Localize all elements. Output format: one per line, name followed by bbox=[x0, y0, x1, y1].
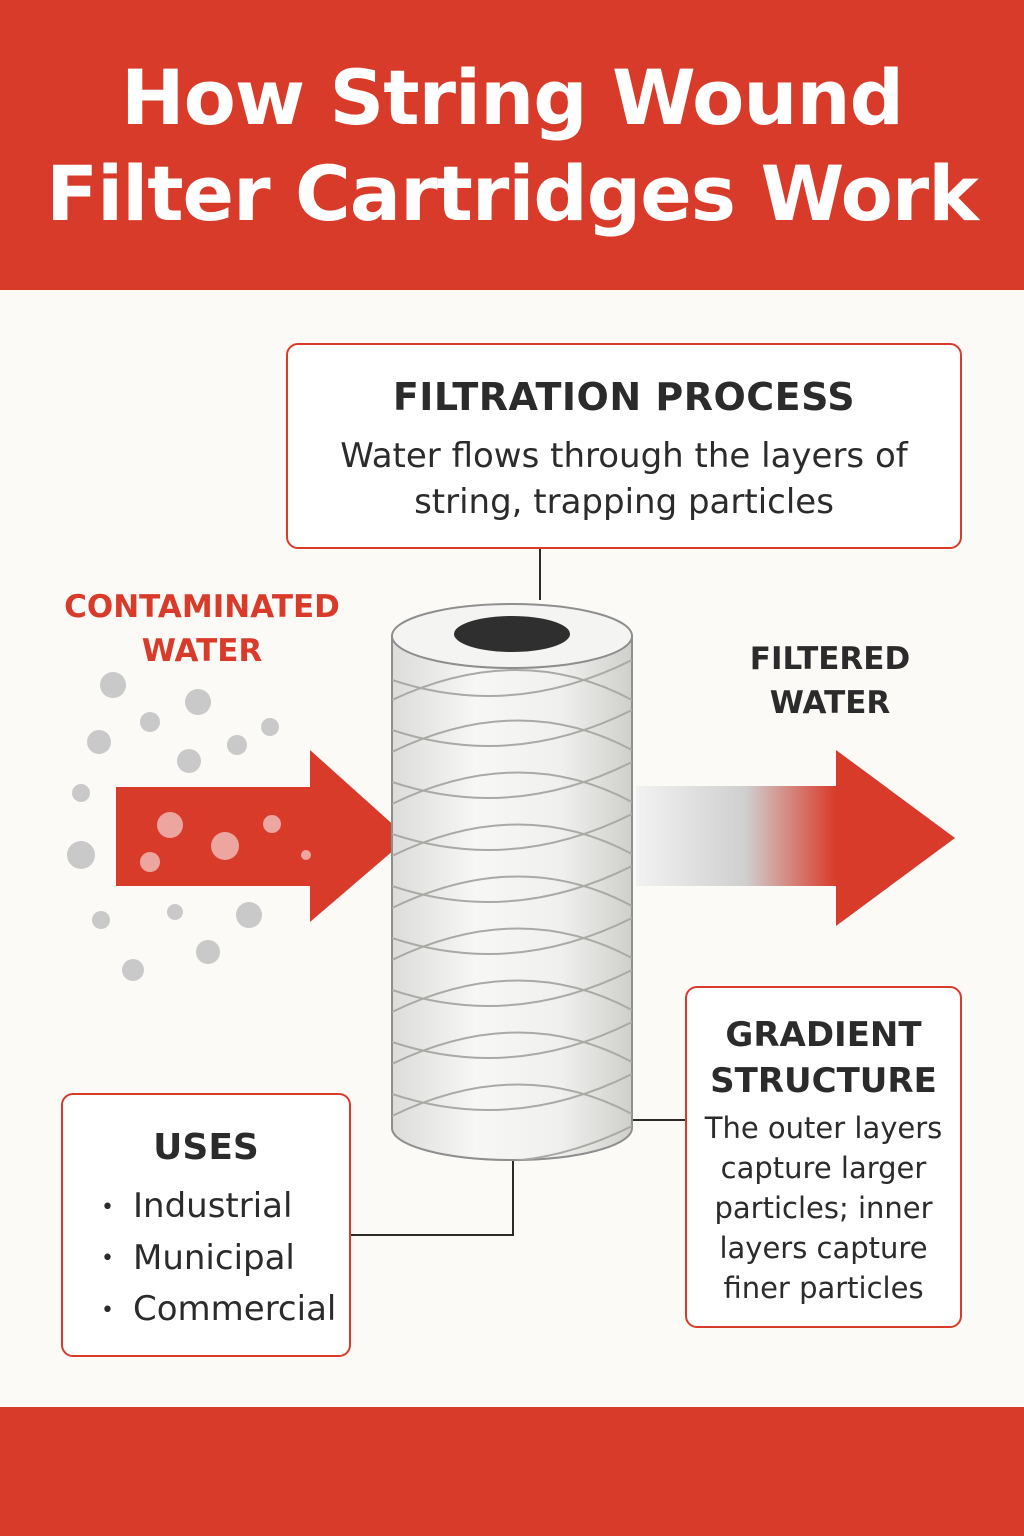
gradient-structure-line: layers capture bbox=[719, 1231, 928, 1265]
contaminated-water-line1: CONTAMINATED bbox=[64, 589, 340, 625]
filtered-water-line2: WATER bbox=[769, 685, 891, 721]
uses-heading: USES bbox=[153, 1127, 259, 1168]
contaminated-water-label: CONTAMINATED WATER bbox=[52, 585, 352, 673]
page-title: How String Wound Filter Cartridges Work bbox=[0, 50, 1024, 242]
connector-uses bbox=[351, 1160, 514, 1236]
gradient-structure-heading-line2: STRUCTURE bbox=[710, 1061, 937, 1101]
uses-list: Industrial Municipal Commercial bbox=[101, 1181, 336, 1336]
gradient-structure-line: capture larger bbox=[720, 1151, 927, 1185]
filtration-process-line1: Water flows through the layers of bbox=[340, 436, 908, 476]
gradient-structure-heading-line1: GRADIENT bbox=[725, 1015, 922, 1055]
filtered-water-label: FILTERED WATER bbox=[690, 637, 970, 725]
filtration-process-heading: FILTRATION PROCESS bbox=[392, 375, 856, 419]
footer-banner bbox=[0, 1407, 1024, 1536]
title-banner: How String Wound Filter Cartridges Work bbox=[0, 0, 1024, 290]
filtered-water-line1: FILTERED bbox=[749, 641, 911, 677]
filtration-process-line2: string, trapping particles bbox=[414, 482, 834, 522]
particle-dots-icon bbox=[67, 672, 279, 981]
filtration-process-text: Water flows through the layers of string… bbox=[288, 433, 960, 525]
gradient-structure-heading: GRADIENT STRUCTURE bbox=[687, 1012, 960, 1104]
arrow-right-icon bbox=[636, 750, 955, 926]
gradient-structure-text: The outer layers capture larger particle… bbox=[687, 1108, 960, 1308]
list-item: Municipal bbox=[101, 1233, 336, 1285]
list-item: Commercial bbox=[101, 1284, 336, 1336]
page-title-line2: Filter Cartridges Work bbox=[46, 149, 979, 238]
page-title-line1: How String Wound bbox=[121, 53, 904, 142]
filter-cartridge-icon bbox=[391, 603, 633, 1161]
gradient-structure-line: finer particles bbox=[723, 1271, 924, 1305]
arrow-right-icon bbox=[116, 750, 408, 922]
gradient-structure-line: The outer layers bbox=[704, 1111, 943, 1145]
gradient-structure-box: GRADIENT STRUCTURE The outer layers capt… bbox=[685, 986, 962, 1328]
gradient-structure-line: particles; inner bbox=[714, 1191, 933, 1225]
uses-box: USES Industrial Municipal Commercial bbox=[61, 1093, 351, 1357]
contaminated-water-line2: WATER bbox=[141, 633, 263, 669]
filtration-process-box: FILTRATION PROCESS Water flows through t… bbox=[286, 343, 962, 549]
list-item: Industrial bbox=[101, 1181, 336, 1233]
connector-lines bbox=[351, 549, 685, 1236]
